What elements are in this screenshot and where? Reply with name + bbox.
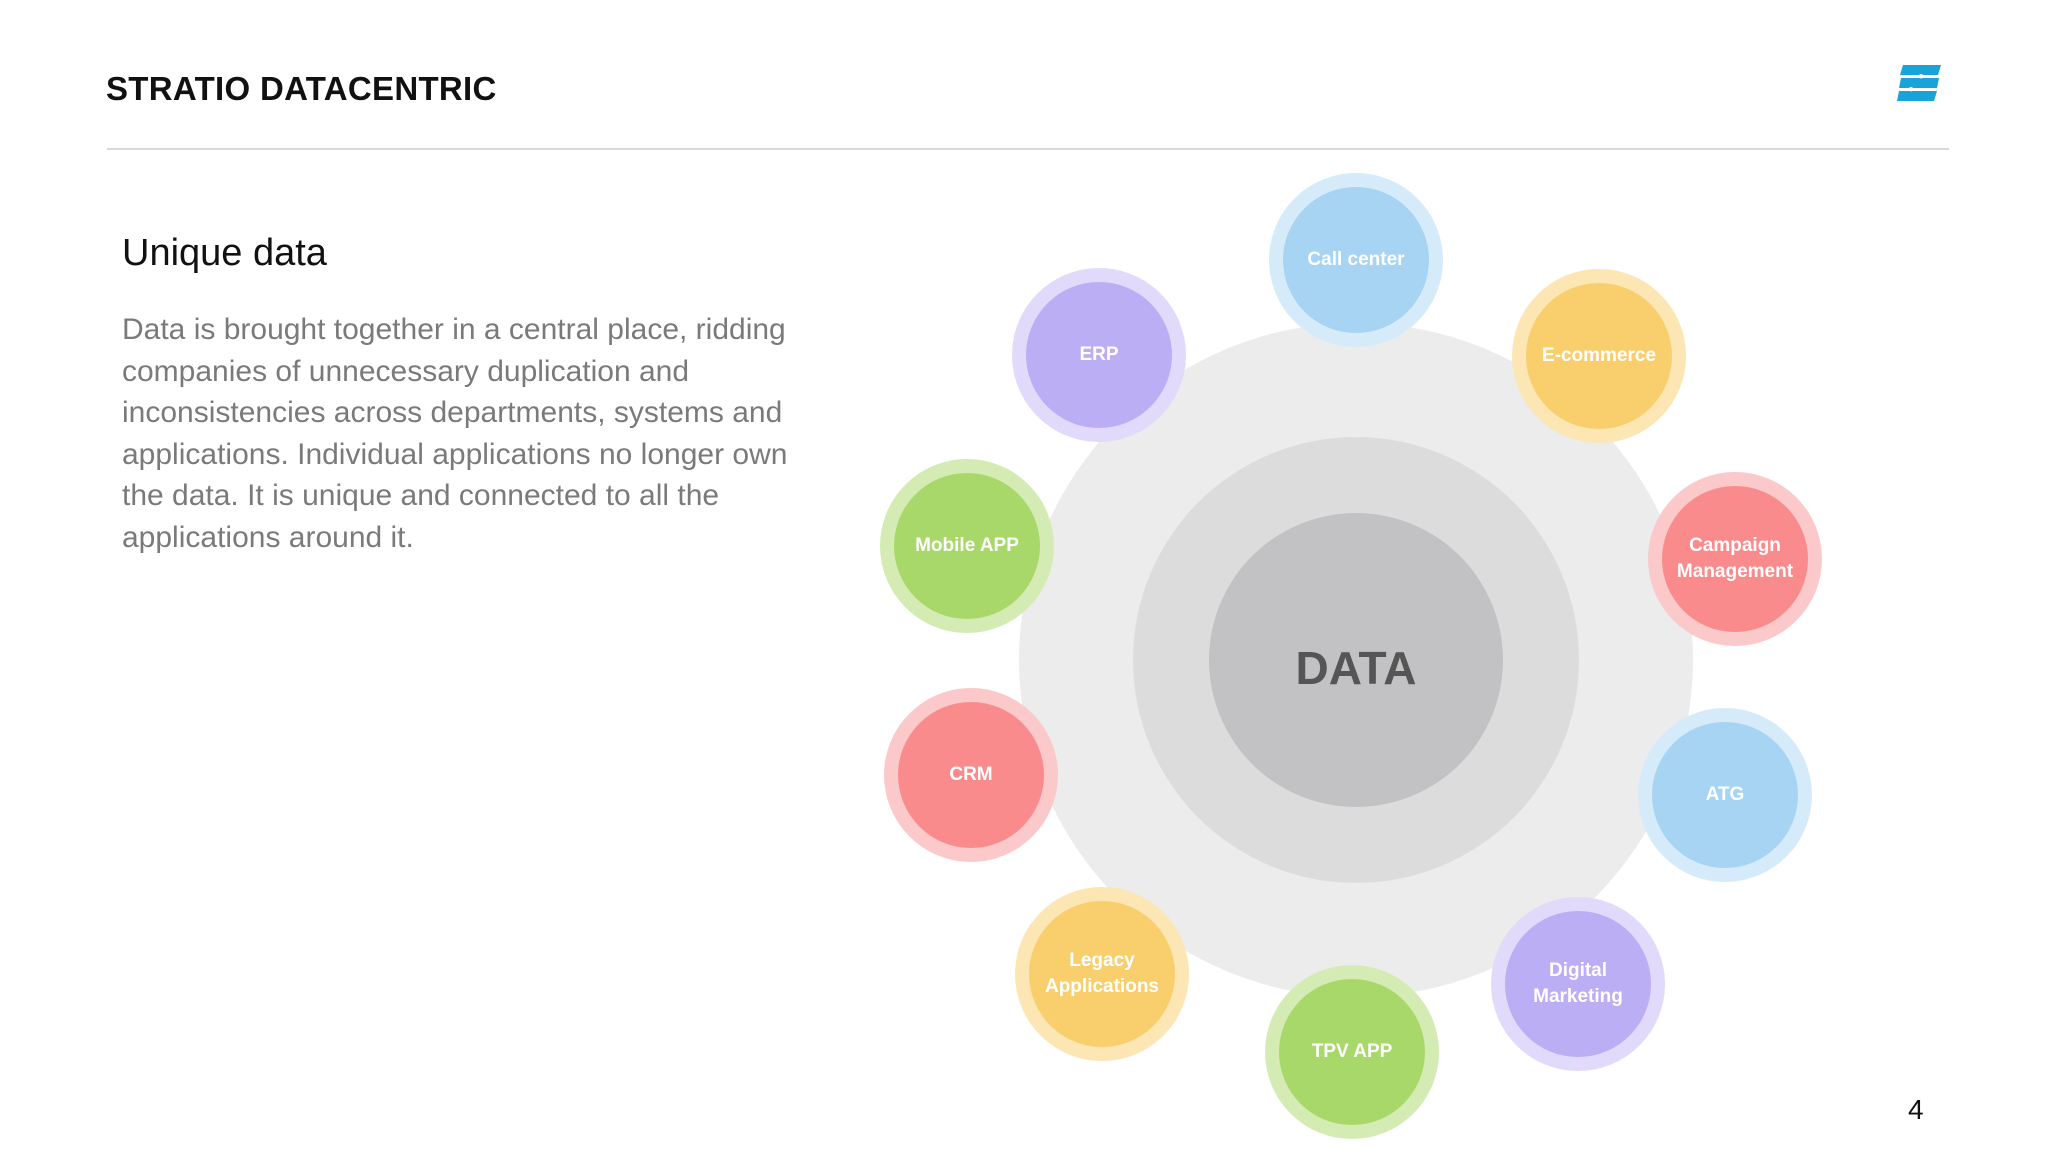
center-data-label: DATA <box>1296 642 1417 694</box>
legacy-applications-label: Applications <box>1045 976 1159 997</box>
crm-circle <box>898 702 1044 848</box>
body-paragraph: Data is brought together in a central pl… <box>122 313 788 554</box>
node-atg: ATG <box>1638 708 1812 882</box>
legacy-applications-circle <box>1029 901 1175 1047</box>
tpv-app-label: TPV APP <box>1312 1041 1393 1062</box>
crm-label: CRM <box>949 764 992 785</box>
erp-circle <box>1026 282 1172 428</box>
page-number: 4 <box>1908 1094 1924 1125</box>
erp-label: ERP <box>1079 344 1118 365</box>
node-call-center: Call center <box>1269 173 1443 347</box>
call-center-label: Call center <box>1307 249 1405 270</box>
node-crm: CRM <box>884 688 1058 862</box>
stratio-logo-icon <box>1897 65 1941 101</box>
digital-marketing-circle <box>1505 911 1651 1057</box>
tpv-app-circle <box>1279 979 1425 1125</box>
node-tpv-app: TPV APP <box>1265 965 1439 1139</box>
node-e-commerce: E-commerce <box>1512 269 1686 443</box>
section-heading: Unique data <box>122 232 327 274</box>
slide-title: STRATIO DATACENTRIC <box>106 70 497 107</box>
header-divider <box>107 148 1949 150</box>
call-center-circle <box>1283 187 1429 333</box>
digital-marketing-label: Digital <box>1549 960 1607 981</box>
mobile-app-label: Mobile APP <box>915 535 1019 556</box>
campaign-management-circle <box>1662 486 1808 632</box>
node-mobile-app: Mobile APP <box>880 459 1054 633</box>
e-commerce-circle <box>1526 283 1672 429</box>
e-commerce-label: E-commerce <box>1542 345 1656 366</box>
node-erp: ERP <box>1012 268 1186 442</box>
campaign-management-label: Campaign <box>1689 535 1781 556</box>
legacy-applications-label: Legacy <box>1069 950 1135 971</box>
digital-marketing-label: Marketing <box>1533 986 1623 1007</box>
atg-label: ATG <box>1706 784 1745 805</box>
atg-circle <box>1652 722 1798 868</box>
mobile-app-circle <box>894 473 1040 619</box>
campaign-management-label: Management <box>1677 561 1794 582</box>
inner-ring <box>1209 513 1503 807</box>
